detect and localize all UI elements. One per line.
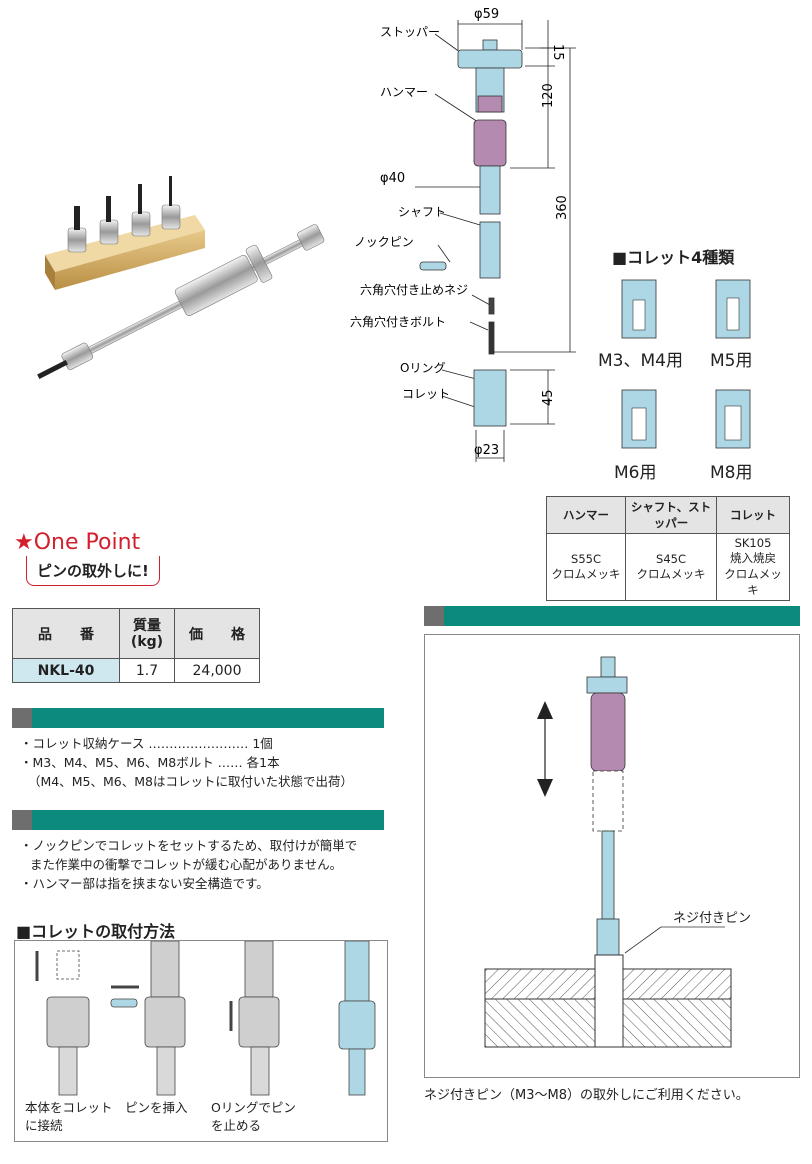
collet-type-m8: M8用 [710, 463, 753, 483]
dim-phi23: φ23 [474, 443, 499, 458]
product-price: 24,000 [174, 658, 260, 683]
dim-120: 120 [541, 83, 556, 108]
label-stopper: ストッパー [380, 25, 440, 39]
label-shaft: シャフト [398, 205, 446, 219]
usage-header-bar [424, 606, 800, 626]
label-collet: コレット [402, 387, 450, 401]
accessory-item: ・コレット収納ケース …………………… 1個 [20, 736, 273, 751]
product-table: 品 番 質量 (kg) 価 格 NKL-40 1.7 24,000 [12, 608, 260, 683]
dim-15: 15 [550, 44, 565, 61]
exploded-diagram: φ59 15 120 360 45 φ40 φ23 ストッパー ハンマー シャフ… [350, 7, 576, 462]
install-diagram [35, 940, 376, 1096]
feature-item: また作業中の衝撃でコレットが緩む心配がありません。 [30, 857, 343, 872]
install-title: ■コレットの取付方法 [16, 922, 176, 941]
label-hammer: ハンマー [380, 85, 428, 99]
usage-diagram [484, 656, 732, 1048]
material-header-collet: コレット [716, 496, 790, 534]
product-code: NKL-40 [12, 658, 120, 683]
collet-types-title: ■コレット4種類 [612, 248, 735, 267]
dim-360: 360 [555, 195, 570, 220]
dim-phi40: φ40 [380, 171, 405, 186]
material-header-shaft-stopper: シャフト、ストッパー [625, 496, 717, 534]
features-header-bar [12, 810, 384, 830]
product-header-price: 価 格 [174, 608, 260, 659]
accessories-header-bar [12, 708, 384, 728]
usage-caption: ネジ付きピン（M3〜M8）の取外しにご利用ください。 [424, 1088, 749, 1103]
install-step-3: Oリングでピン を止める [211, 1100, 296, 1133]
collet-type-m6: M6用 [614, 463, 657, 483]
usage-pin-label: ネジ付きピン [673, 911, 752, 926]
material-header-hammer: ハンマー [546, 496, 626, 534]
collet-type-m5: M5用 [710, 351, 753, 371]
install-panel: 本体をコレット に接続 ピンを挿入 Oリングでピン を止める [14, 940, 388, 1142]
collet-type-m3-m4: M3、M4用 [598, 351, 683, 371]
dim-45: 45 [541, 389, 556, 406]
label-knock-pin: ノックピン [354, 235, 414, 249]
feature-item: ・ハンマー部は指を挟まない安全構造です。 [20, 876, 269, 891]
install-step-2: ピンを挿入 [125, 1100, 188, 1115]
accessory-item: （M4、M5、M6、M8はコレットに取付いた状態で出荷） [28, 774, 353, 789]
accessories-list: ・コレット収納ケース …………………… 1個 ・M3、M4、M5、M6、M8ボル… [20, 734, 353, 791]
product-header-code: 品 番 [12, 608, 120, 659]
accessory-item: ・M3、M4、M5、M6、M8ボルト …… 各1本 [20, 755, 280, 770]
install-step-1: 本体をコレット に接続 [25, 1100, 113, 1133]
product-header-weight: 質量 (kg) [119, 608, 175, 659]
dim-phi59: φ59 [474, 7, 499, 22]
features-list: ・ノックピンでコレットをセットするため、取付けが簡単で また作業中の衝撃でコレッ… [20, 836, 357, 893]
feature-item: ・ノックピンでコレットをセットするため、取付けが簡単で [20, 838, 358, 853]
product-photo [37, 176, 325, 379]
product-weight: 1.7 [119, 658, 175, 683]
one-point-title: ★One Point [14, 530, 141, 555]
label-hex-bolt: 六角穴付きボルト [350, 314, 446, 329]
collet-types-diagram [621, 279, 751, 449]
label-hex-set-screw: 六角穴付き止めネジ [360, 282, 468, 297]
one-point-text: ピンの取外しに! [26, 556, 160, 586]
usage-panel: ネジ付きピン [424, 634, 800, 1078]
label-o-ring: Oリング [400, 361, 445, 375]
